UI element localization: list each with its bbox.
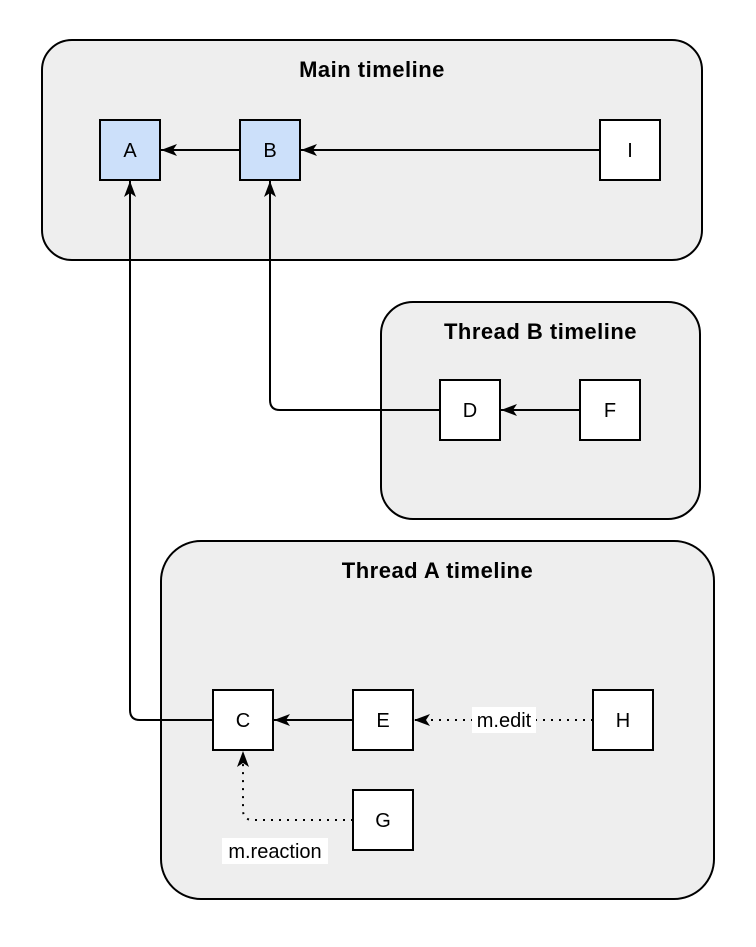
node-label-D: D bbox=[463, 400, 477, 422]
node-box-I bbox=[599, 119, 661, 181]
edge-label-h-to-e: m.edit bbox=[477, 710, 532, 732]
node-D: D bbox=[439, 379, 501, 441]
edge-label-g-to-c: m.reaction bbox=[228, 841, 321, 863]
container-thread-a-timeline: Thread A timeline bbox=[160, 540, 715, 900]
edge-d-to-b bbox=[264, 181, 440, 411]
node-I: I bbox=[599, 119, 661, 181]
node-box-H bbox=[592, 689, 654, 751]
node-label-E: E bbox=[376, 710, 389, 732]
edge-h-to-e: m.edit bbox=[414, 707, 593, 733]
node-label-A: A bbox=[123, 140, 137, 162]
node-box-F bbox=[579, 379, 641, 441]
container-title-thread-b-timeline: Thread B timeline bbox=[444, 319, 637, 344]
edge-c-to-a bbox=[124, 181, 213, 721]
node-H: H bbox=[592, 689, 654, 751]
node-G: G bbox=[352, 789, 414, 851]
node-label-F: F bbox=[604, 400, 616, 422]
edge-label-bg-g-to-c bbox=[222, 838, 328, 864]
node-label-B: B bbox=[263, 140, 276, 162]
node-box-E bbox=[352, 689, 414, 751]
node-label-H: H bbox=[616, 710, 630, 732]
node-box-C bbox=[212, 689, 274, 751]
node-label-I: I bbox=[627, 140, 633, 162]
container-title-main-timeline: Main timeline bbox=[299, 57, 445, 82]
node-B: B bbox=[239, 119, 301, 181]
node-box-A bbox=[99, 119, 161, 181]
node-F: F bbox=[579, 379, 641, 441]
edge-label-bg-h-to-e bbox=[472, 707, 536, 733]
node-box-B bbox=[239, 119, 301, 181]
node-label-G: G bbox=[375, 810, 391, 832]
node-A: A bbox=[99, 119, 161, 181]
node-box-D bbox=[439, 379, 501, 441]
node-box-G bbox=[352, 789, 414, 851]
node-C: C bbox=[212, 689, 274, 751]
edge-g-to-c: m.reaction bbox=[222, 751, 353, 864]
node-E: E bbox=[352, 689, 414, 751]
container-title-thread-a-timeline: Thread A timeline bbox=[342, 558, 533, 583]
edge-line-d-to-b bbox=[264, 181, 440, 411]
edge-line-c-to-a bbox=[124, 181, 213, 721]
node-label-C: C bbox=[236, 710, 250, 732]
